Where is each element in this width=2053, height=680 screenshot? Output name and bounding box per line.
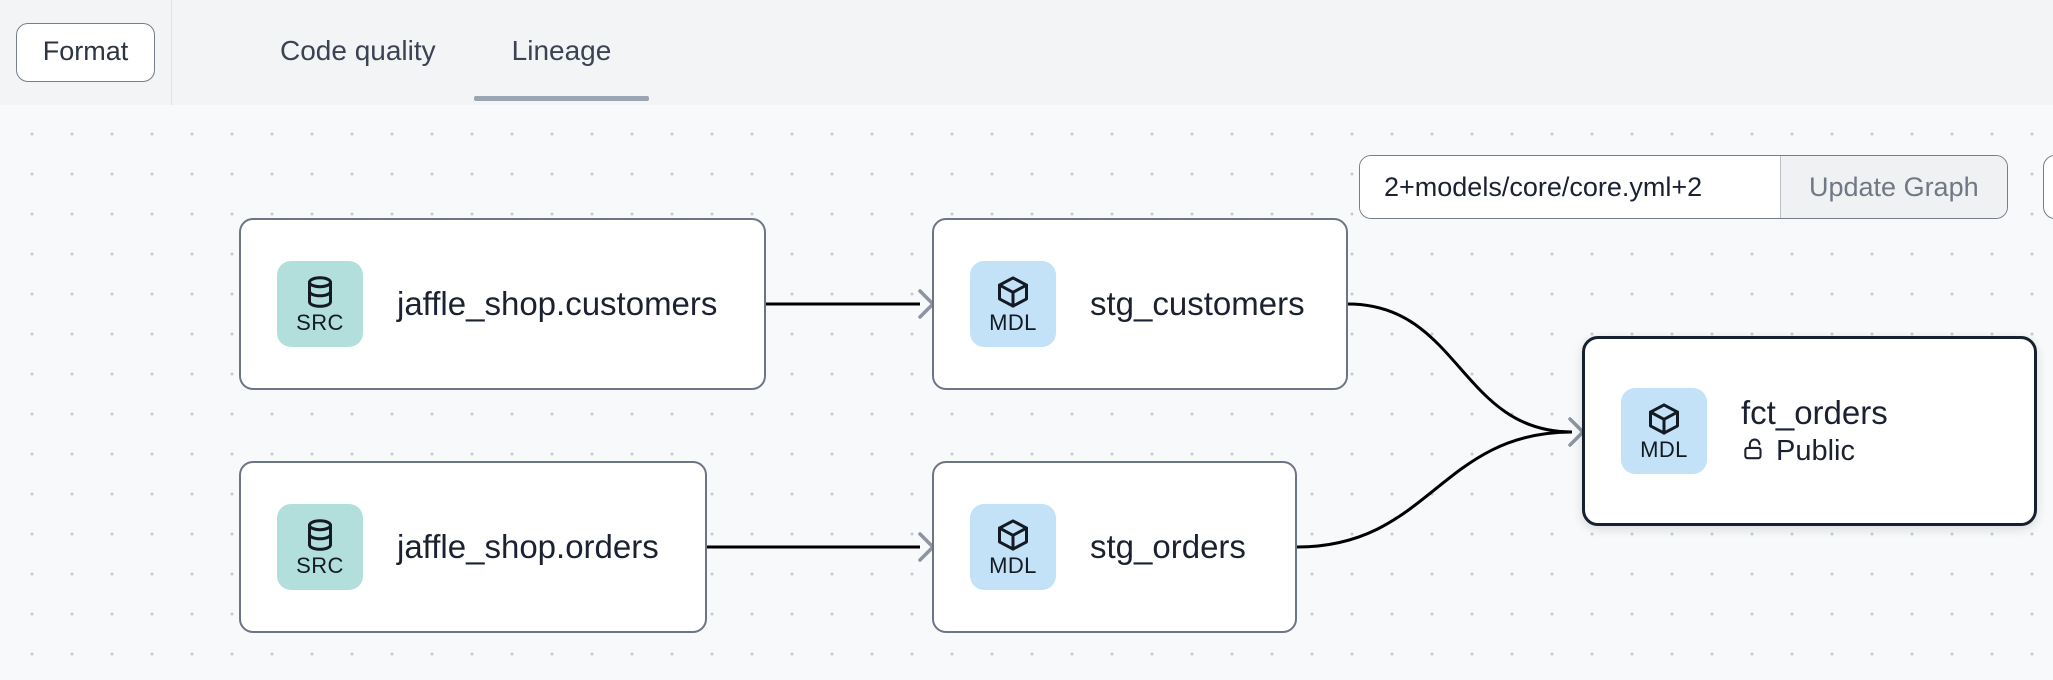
node-access-label: Public [1776,434,1855,467]
lineage-node-jaffle-shop-customers[interactable]: SRC jaffle_shop.customers [239,218,766,390]
node-badge-label: SRC [296,310,344,335]
database-icon [302,517,338,553]
unlock-icon [1741,436,1767,467]
tab-code-quality-label: Code quality [280,34,436,66]
node-badge-src: SRC [277,504,363,590]
update-graph-button[interactable]: Update Graph [1780,156,2007,218]
node-access-meta: Public [1741,436,1888,467]
toolbar-left-group: Format [0,0,172,105]
lineage-canvas[interactable]: SRC jaffle_shop.customers MDL stg_custom… [0,105,2053,680]
node-body: jaffle_shop.customers [397,284,718,323]
tab-code-quality[interactable]: Code quality [242,0,474,101]
node-title: stg_orders [1090,527,1246,565]
node-badge-label: MDL [989,553,1037,578]
node-title: jaffle_shop.orders [397,527,659,565]
node-badge-label: SRC [296,553,344,578]
edge-orders-to-stg-orders [707,532,935,562]
node-title: fct_orders [1741,394,1888,432]
node-badge-mdl: MDL [1621,388,1707,474]
tab-bar: Code quality Lineage [172,0,649,105]
graph-selector-control: Update Graph [1359,155,2008,219]
tab-lineage-label: Lineage [511,34,612,66]
overflow-control-panel[interactable] [2043,155,2053,219]
edge-stg-orders-to-fct-orders [1296,417,1585,549]
node-body: stg_customers [1090,284,1305,323]
node-title: jaffle_shop.customers [397,284,718,322]
node-body: fct_orders Public [1741,394,1888,467]
graph-selector-input[interactable] [1360,156,1780,218]
edge-stg-customers-to-fct-orders [1347,302,1573,434]
node-badge-mdl: MDL [970,261,1056,347]
node-body: jaffle_shop.orders [397,527,659,566]
node-badge-label: MDL [1640,437,1688,462]
lineage-node-stg-orders[interactable]: MDL stg_orders [932,461,1297,633]
node-badge-mdl: MDL [970,504,1056,590]
edge-customers-to-stg-customers [765,289,935,319]
database-icon [302,274,338,310]
node-badge-label: MDL [989,310,1037,335]
node-badge-src: SRC [277,261,363,347]
tab-lineage[interactable]: Lineage [473,0,650,101]
format-button[interactable]: Format [15,23,156,82]
lineage-node-fct-orders[interactable]: MDL fct_orders Public [1582,336,2037,526]
lineage-node-stg-customers[interactable]: MDL stg_customers [932,218,1348,390]
cube-icon [995,274,1031,310]
cube-icon [995,517,1031,553]
cube-icon [1646,401,1682,437]
node-body: stg_orders [1090,527,1246,566]
lineage-node-jaffle-shop-orders[interactable]: SRC jaffle_shop.orders [239,461,707,633]
editor-toolbar: Format Code quality Lineage [0,0,2053,105]
node-title: stg_customers [1090,284,1305,322]
